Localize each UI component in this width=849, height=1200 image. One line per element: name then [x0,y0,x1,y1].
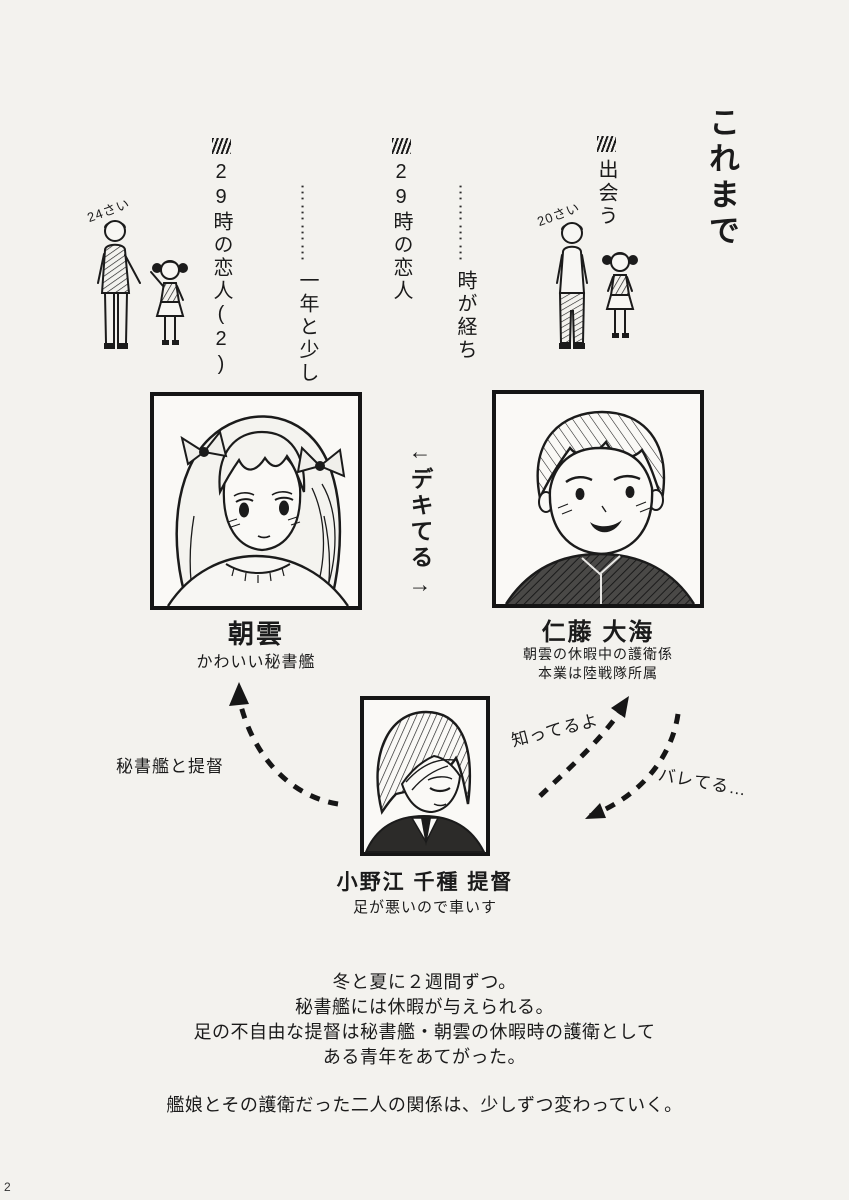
synopsis-line: 足の不自由な提督は秘書艦・朝雲の休暇時の護衛として [193,1022,656,1042]
admiral-name: 小野江 千種 提督 [336,871,514,894]
timeline-dots: ………… [296,183,318,263]
synopsis-line: 秘書艦には休暇が与えられる。 [295,997,554,1017]
asagumo-illustration [166,415,349,607]
synopsis-line: 冬と夏に２週間ずつ。 [332,972,517,992]
dashed-arrow-admiral-to-asagumo [229,682,339,807]
chibi-girl-24-illustration [150,260,188,345]
relation-label-busted: バレてる… [656,765,749,800]
chibi-man-24-illustration [97,220,141,349]
admiral-portrait-box [360,696,490,856]
timeline-work2-label: 29時の恋人(2) [210,161,232,378]
timeline-timepass-label: 時が経ち [454,270,476,362]
timeline-interval-label: 一年と少し [296,270,318,385]
hatch-bullet-icon [211,138,231,154]
relation-label-secretary-admiral: 秘書艦と提督 [116,757,224,776]
nitou-role-line2: 本業は陸戦隊所属 [538,665,658,681]
timeline-meet-label: 出会う [595,159,617,228]
nitou-name: 仁藤 大海 [541,619,655,646]
asagumo-portrait-box [150,392,362,610]
timeline-item-work1: 29時の恋人 [390,138,412,303]
asagumo-name: 朝雲 [227,619,284,649]
asagumo-role: かわいい秘書艦 [196,654,316,671]
synopsis-line: ある青年をあてがった。 [322,1047,527,1067]
chibi-girl-20-illustration [602,252,638,338]
chibi-man-20-illustration [556,222,588,349]
relation-label-knows: 知ってるよ [509,710,601,751]
timeline-work1-label: 29時の恋人 [390,161,412,303]
hatch-bullet-icon [391,138,411,154]
nitou-illustration [504,410,696,605]
synopsis: 冬と夏に２週間ずつ。 秘書艦には休暇が与えられる。 足の不自由な提督は秘書艦・朝… [0,970,849,1118]
nitou-role-line1: 朝雲の休暇中の護衛係 [523,646,673,662]
page-number: 2 [4,1180,11,1194]
page-title: これまで [704,106,739,250]
admiral-illustration [364,710,486,853]
couple-relation-label: ←デキてる→ [407,438,433,600]
timeline-item-work2: 29時の恋人(2) [210,138,232,378]
timeline-item-interval: ………… 一年と少し [296,183,318,385]
synopsis-closing: 艦娘とその護衛だった二人の関係は、少しずつ変わっていく。 [166,1095,683,1115]
timeline-item-time-passes: ………… 時が経ち [454,183,476,362]
timeline-dots: ………… [454,183,476,263]
admiral-role: 足が悪いので車いす [352,899,497,916]
hatch-bullet-icon [596,136,616,152]
nitou-portrait-box [492,390,704,608]
timeline-item-meet: 出会う [595,136,617,228]
